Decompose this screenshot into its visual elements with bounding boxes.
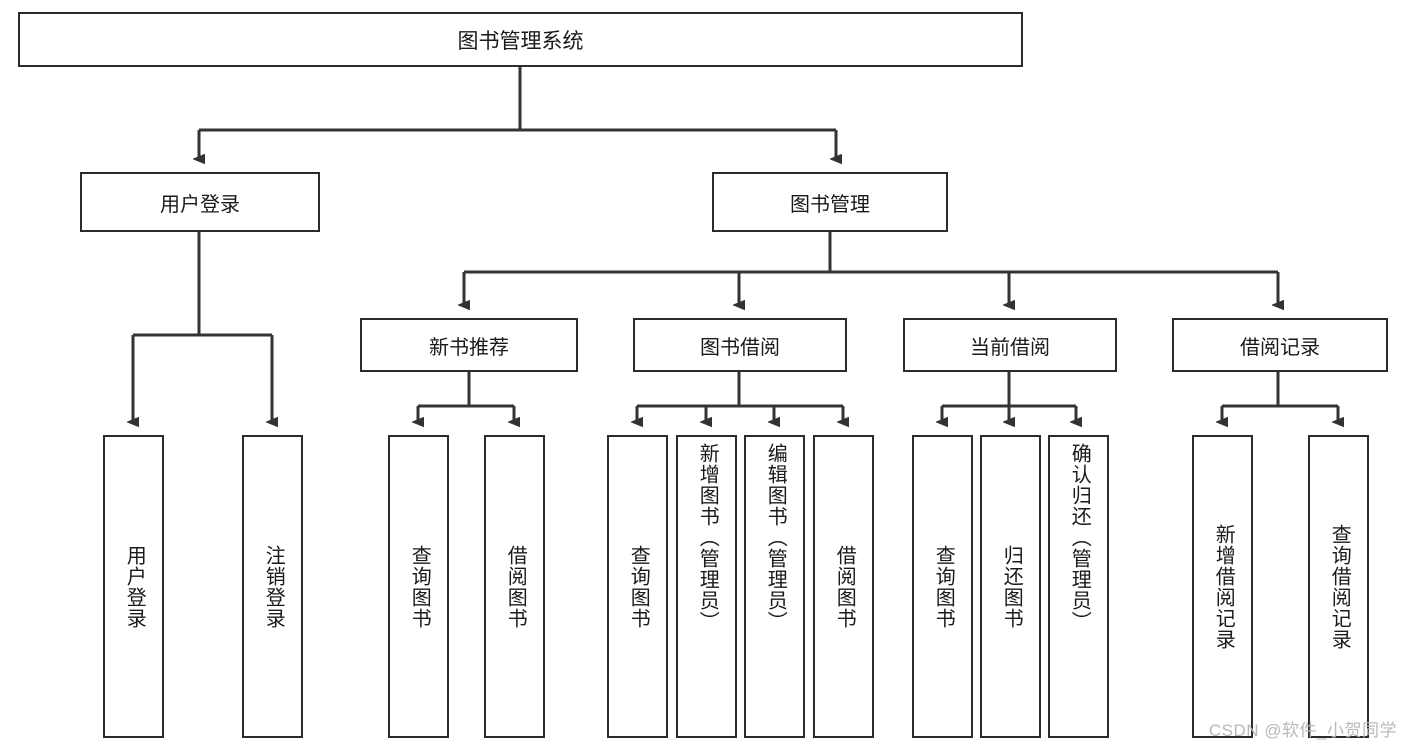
node-label: 图书管理 [790,193,870,216]
node-label: 图书借阅 [700,336,780,359]
node-label: 借阅记录 [1240,336,1320,359]
node-label: 新书推荐 [429,336,509,359]
node-current-borrow[interactable]: 当前借阅 [903,318,1117,372]
leaf-query-book-borrow[interactable]: 查询图书 [607,435,668,738]
leaf-inner: 查询借阅记录 [1310,437,1367,736]
leaf-borrow-book[interactable]: 借阅图书 [813,435,874,738]
node-root-system[interactable]: 图书管理系统 [18,12,1023,67]
leaf-label: 注销登录 [262,544,285,629]
leaf-user-login[interactable]: 用户登录 [103,435,164,738]
leaf-query-book-recommend[interactable]: 查询图书 [388,435,449,738]
node-label: 用户登录 [160,193,240,216]
leaf-inner: 借阅图书 [486,437,543,736]
leaf-inner: 新增图书（管理员） [678,437,735,742]
leaf-label: 编辑图书（管理员） [764,443,787,632]
leaf-label: 查询借阅记录 [1328,523,1351,650]
leaf-inner: 确认归还（管理员） [1050,437,1107,742]
leaf-return-book[interactable]: 归还图书 [980,435,1041,738]
leaf-inner: 查询图书 [914,437,971,736]
leaf-edit-book-admin[interactable]: 编辑图书（管理员） [744,435,805,738]
leaf-label: 查询图书 [627,544,650,629]
leaf-query-book-current[interactable]: 查询图书 [912,435,973,738]
leaf-user-logout[interactable]: 注销登录 [242,435,303,738]
leaf-inner: 注销登录 [244,437,301,736]
leaf-label: 新增图书（管理员） [696,443,719,632]
node-borrow-record[interactable]: 借阅记录 [1172,318,1388,372]
leaf-label: 归还图书 [1000,544,1023,629]
leaf-borrow-book-recommend[interactable]: 借阅图书 [484,435,545,738]
leaf-label: 新增借阅记录 [1212,523,1235,650]
watermark-text: CSDN @软件_小贺同学 [1208,721,1397,740]
leaf-inner: 查询图书 [609,437,666,736]
leaf-inner: 编辑图书（管理员） [746,437,803,742]
leaf-label: 确认归还（管理员） [1068,443,1091,632]
leaf-label: 用户登录 [123,544,146,629]
leaf-query-borrow-record[interactable]: 查询借阅记录 [1308,435,1369,738]
leaf-label: 借阅图书 [504,544,527,629]
node-book-borrow[interactable]: 图书借阅 [633,318,847,372]
leaf-confirm-return-admin[interactable]: 确认归还（管理员） [1048,435,1109,738]
node-label: 当前借阅 [970,336,1050,359]
node-label: 图书管理系统 [457,29,584,53]
node-new-book-recommend[interactable]: 新书推荐 [360,318,578,372]
node-book-management[interactable]: 图书管理 [712,172,948,232]
leaf-inner: 用户登录 [105,437,162,736]
leaf-add-book-admin[interactable]: 新增图书（管理员） [676,435,737,738]
node-user-login[interactable]: 用户登录 [80,172,320,232]
leaf-inner: 归还图书 [982,437,1039,736]
leaf-inner: 借阅图书 [815,437,872,736]
leaf-inner: 查询图书 [390,437,447,736]
leaf-label: 借阅图书 [833,544,856,629]
leaf-label: 查询图书 [408,544,431,629]
leaf-inner: 新增借阅记录 [1194,437,1251,736]
leaf-add-borrow-record[interactable]: 新增借阅记录 [1192,435,1253,738]
leaf-label: 查询图书 [932,544,955,629]
